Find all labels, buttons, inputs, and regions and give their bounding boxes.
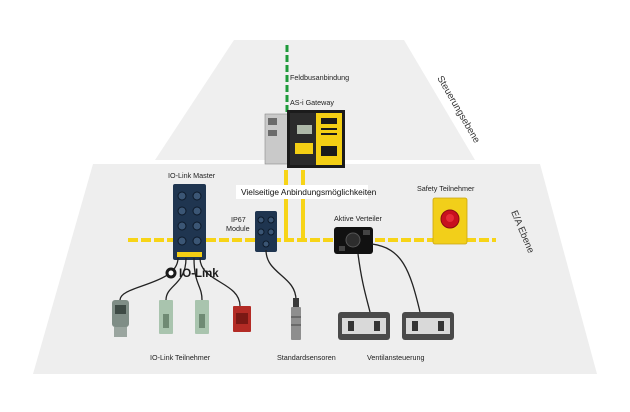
asi-gateway — [264, 110, 345, 168]
valve-2 — [402, 312, 454, 340]
iolink-master-module — [173, 184, 206, 260]
connectivity-label: Vielseitige Anbindungsmöglichkeiten — [241, 187, 377, 197]
valve-1 — [338, 312, 390, 340]
iolink-device-laser-sensor — [233, 306, 251, 332]
connectivity-label-bg — [236, 185, 368, 199]
iolink-logo: IO-Link — [165, 267, 219, 280]
iolink-device-sensor-2 — [195, 300, 209, 334]
standard-sensors-label: Standardsensoren — [277, 353, 336, 362]
cable-iolink-2 — [165, 257, 187, 301]
safety-device — [432, 197, 468, 245]
active-distributor-module — [334, 227, 373, 254]
cable-valve-2 — [371, 243, 421, 313]
cable-standard-sensor — [265, 249, 297, 301]
ip67-label: IP67 — [231, 215, 246, 224]
iolink-device-sensor-1 — [159, 300, 173, 334]
control-level-plane — [155, 40, 475, 160]
safety-label: Safety Teilnehmer — [417, 184, 475, 193]
cable-iolink-1 — [119, 257, 179, 301]
cable-iolink-4 — [199, 257, 241, 307]
iolink-logo-text: IO-Link — [179, 268, 219, 280]
iolink-master-label: IO-Link Master — [168, 171, 216, 180]
valve-control-label: Ventilansteuerung — [367, 353, 425, 362]
gateway-label: AS-i Gateway — [290, 98, 334, 107]
iolink-devices-label: IO-Link Teilnehmer — [150, 353, 211, 362]
iolink-device-display — [112, 300, 129, 337]
ip67-module — [255, 211, 277, 252]
cable-iolink-3 — [193, 257, 203, 301]
standard-sensor — [291, 298, 301, 340]
module-label: Module — [226, 224, 250, 233]
fieldbus-label: Feldbusanbindung — [290, 73, 349, 82]
active-distributor-label: Aktive Verteiler — [334, 214, 383, 223]
cable-valve-1 — [357, 253, 371, 313]
